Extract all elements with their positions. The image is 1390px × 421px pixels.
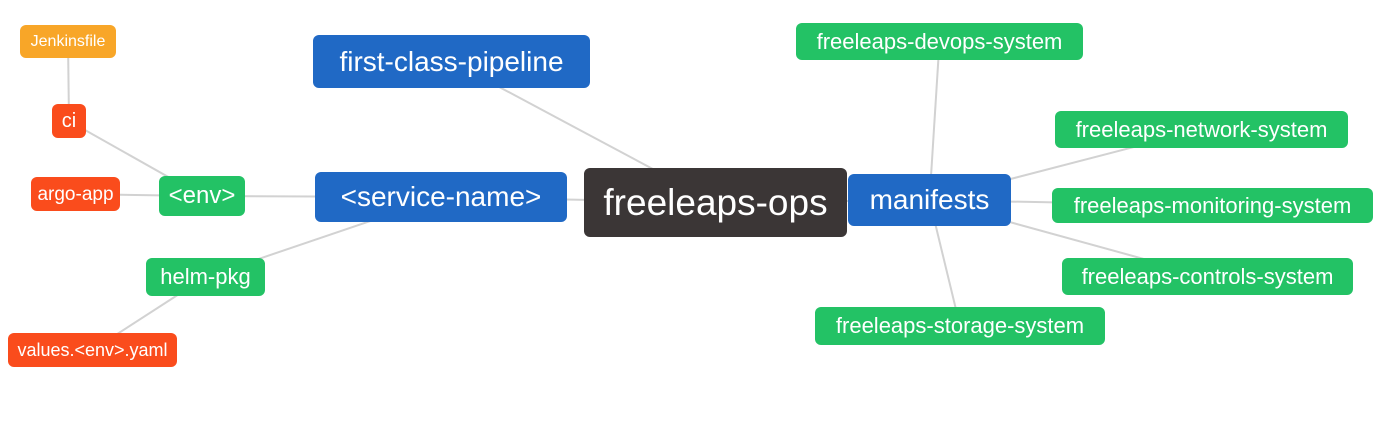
node-env[interactable]: <env>	[159, 176, 245, 216]
node-service-name[interactable]: <service-name>	[315, 172, 567, 222]
node-helm-pkg-label: helm-pkg	[160, 264, 251, 289]
node-argo-app[interactable]: argo-app	[31, 177, 120, 211]
node-manifests[interactable]: manifests	[848, 174, 1011, 226]
node-freeleaps-ops[interactable]: freeleaps-ops	[584, 168, 847, 237]
node-freeleaps-storage-system-label: freeleaps-storage-system	[835, 313, 1085, 338]
node-freeleaps-ops-label: freeleaps-ops	[603, 182, 828, 223]
node-ci[interactable]: ci	[52, 104, 86, 138]
node-freeleaps-network-system-label: freeleaps-network-system	[1075, 116, 1328, 142]
node-first-class-pipeline[interactable]: first-class-pipeline	[313, 35, 590, 88]
node-service-name-label: <service-name>	[340, 181, 542, 212]
edge-manifests--freeleaps_devops_system	[928, 41, 941, 201]
node-freeleaps-controls-system[interactable]: freeleaps-controls-system	[1062, 258, 1353, 295]
node-ci-label: ci	[61, 110, 77, 132]
node-jenkinsfile-label: Jenkinsfile	[30, 32, 106, 50]
node-freeleaps-devops-system[interactable]: freeleaps-devops-system	[796, 23, 1083, 60]
node-freeleaps-devops-system-label: freeleaps-devops-system	[816, 28, 1063, 54]
node-values-env-yaml-label: values.<env>.yaml	[17, 340, 168, 360]
node-manifests-label: manifests	[869, 184, 990, 215]
node-freeleaps-monitoring-system-label: freeleaps-monitoring-system	[1073, 192, 1352, 218]
node-values-env-yaml[interactable]: values.<env>.yaml	[8, 333, 177, 367]
node-freeleaps-storage-system[interactable]: freeleaps-storage-system	[815, 307, 1105, 345]
node-helm-pkg[interactable]: helm-pkg	[146, 258, 265, 296]
node-freeleaps-network-system[interactable]: freeleaps-network-system	[1055, 111, 1348, 148]
node-jenkinsfile[interactable]: Jenkinsfile	[20, 25, 116, 58]
node-freeleaps-monitoring-system[interactable]: freeleaps-monitoring-system	[1052, 188, 1373, 223]
node-argo-app-label: argo-app	[37, 183, 114, 205]
node-env-label: <env>	[168, 182, 236, 209]
node-first-class-pipeline-label: first-class-pipeline	[339, 45, 564, 77]
node-freeleaps-controls-system-label: freeleaps-controls-system	[1081, 263, 1334, 289]
